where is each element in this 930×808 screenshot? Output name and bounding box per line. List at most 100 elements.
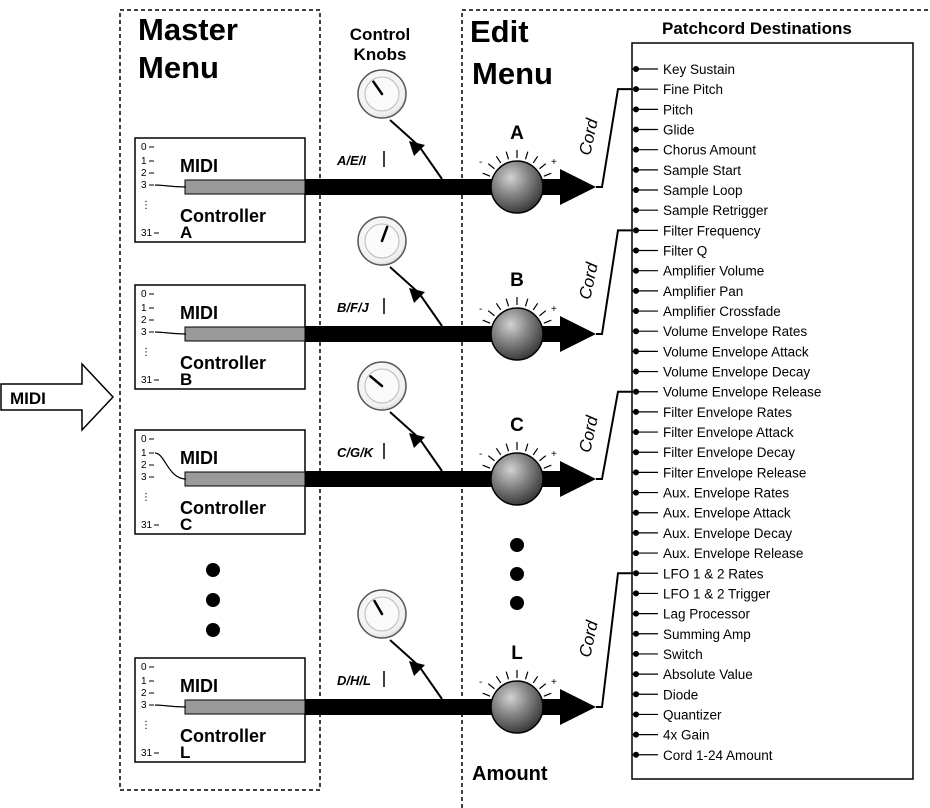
controller-label-midi: MIDI [180,156,218,176]
destination-item: Volume Envelope Release [632,385,821,400]
amount-tick [524,671,529,680]
amount-tick [505,151,510,160]
destination-jack [633,590,639,597]
controller-label-midi: MIDI [180,303,218,323]
destination-jack [633,86,639,93]
destination-jack [633,247,639,254]
destination-item: Aux. Envelope Decay [632,526,792,541]
controller-letter: B [180,370,192,389]
controller-select-line [154,331,187,335]
scale-label: 2 [141,460,147,471]
amount-tick [539,455,547,462]
controller-letter: C [180,515,192,534]
amount-tick [482,319,491,324]
amount-tick [524,151,529,160]
destination-jack [633,570,639,577]
destination-item: Volume Envelope Decay [632,365,810,380]
destination-item: Cord 1-24 Amount [632,748,773,763]
scale-label: 0 [141,434,147,445]
destination-item: Filter Envelope Decay [632,445,795,460]
destination-item: Volume Envelope Rates [632,324,807,339]
amount-plus-sign: + [551,449,557,460]
destination-item: Volume Envelope Attack [632,344,809,359]
ellipsis-dots-left [206,563,220,637]
destination-label: Aux. Envelope Release [663,546,803,561]
destination-jack [633,671,639,678]
controller-signal-bar [184,179,306,195]
destination-label: Summing Amp [663,627,751,642]
cord-label: Cord [575,618,601,659]
destination-jack [633,650,639,657]
destination-jack [633,207,639,214]
edit-menu-title-line2: Menu [472,56,553,91]
destination-jack [633,408,639,415]
controller-label-controller: Controller [180,498,266,518]
destination-label: Diode [663,687,698,702]
amount-tick [543,692,552,697]
amount-tick [487,163,495,170]
controller-select-line [154,704,187,708]
midi-input-label: MIDI [10,389,46,408]
scale-label: 1 [141,676,147,687]
destination-jack [633,368,639,375]
scale-label: 2 [141,168,147,179]
destination-label: Aux. Envelope Attack [663,506,791,521]
destination-label: Filter Frequency [663,223,761,238]
scale-label: 31 [141,228,153,239]
scale-label: 3 [141,472,147,483]
scale-label: 31 [141,375,153,386]
destinations-box [631,42,914,780]
amount-minus-sign: - [479,449,482,460]
controller-label-controller: Controller [180,206,266,226]
patchcord-destinations-title: Patchcord Destinations [662,19,852,38]
destination-label: Filter Q [663,244,707,259]
master-menu-title-line1: Master [138,12,238,47]
amount-plus-sign: + [551,304,557,315]
control-knob-caption: C/G/K [337,445,375,460]
cord-l: Cord [575,572,632,708]
destination-label: Lag Processor [663,607,751,622]
destination-jack [633,630,639,637]
scale-label: 1 [141,156,147,167]
amount-tick [505,443,510,452]
destination-item: Filter Q [632,244,707,259]
amount-tick [532,447,539,456]
scale-label: 1 [141,303,147,314]
amount-knob-letter: B [510,270,524,291]
destination-label: Cord 1-24 Amount [663,748,773,763]
cable-arrowhead [560,461,596,497]
cord-line [596,390,632,480]
destination-label: Key Sustain [663,62,735,77]
cord-c: Cord [575,390,632,480]
destination-jack [633,166,639,173]
master-menu-frame [119,9,321,791]
amount-knob [490,452,544,506]
amount-knob-letter: C [510,415,524,436]
amount-tick [539,310,547,317]
destination-item: Amplifier Pan [632,284,743,299]
controller-signal-bar [184,699,306,715]
destination-jack [633,126,639,133]
amount-knob [490,680,544,734]
destination-label: Sample Retrigger [663,203,769,218]
amount-knob [490,160,544,214]
destination-item: Amplifier Crossfade [632,304,781,319]
scale-label: ⋮ [141,720,151,731]
amount-tick [482,464,491,469]
destination-label: Sample Start [663,163,741,178]
cord-line [596,88,632,188]
destination-item: Filter Envelope Attack [632,425,794,440]
amount-tick [495,447,502,456]
control-knob-link-arrow [409,433,425,448]
destination-jack [633,348,639,355]
amount-tick [543,172,552,177]
destination-jack [633,429,639,436]
controller-select-line [154,452,187,480]
scale-label: ⋮ [141,200,151,211]
amount-knob-letter: L [511,643,523,664]
destination-label: Absolute Value [663,667,753,682]
